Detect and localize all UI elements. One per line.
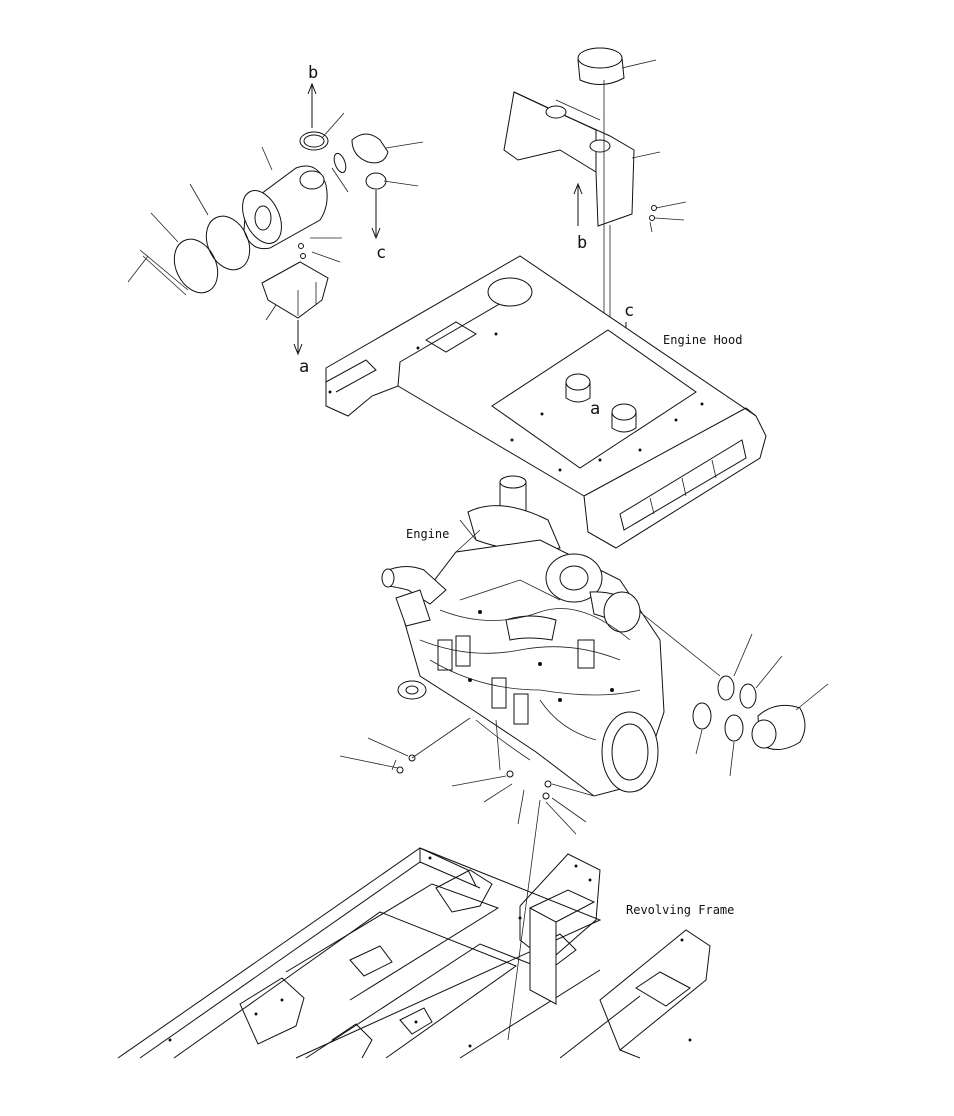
callout-c-right: c	[624, 301, 634, 321]
air-cleaner-assembly	[127, 82, 424, 356]
callout-b-left: b	[308, 63, 318, 83]
callout-c-left: c	[376, 243, 386, 263]
engine-label: Engine	[406, 527, 449, 541]
engine-mount-hardware	[339, 717, 595, 1041]
callout-a-right: a	[590, 399, 600, 419]
engine	[381, 475, 721, 797]
callout-a-left: a	[299, 357, 309, 377]
revolving-frame	[117, 847, 711, 1059]
intake-hose-assembly	[692, 633, 829, 777]
revolving-frame-label: Revolving Frame	[626, 903, 734, 917]
callout-b-right: b	[577, 233, 587, 253]
engine-hood	[325, 255, 767, 549]
exhaust-cover-assembly	[503, 47, 687, 470]
engine-hood-label: Engine Hood	[663, 333, 742, 347]
